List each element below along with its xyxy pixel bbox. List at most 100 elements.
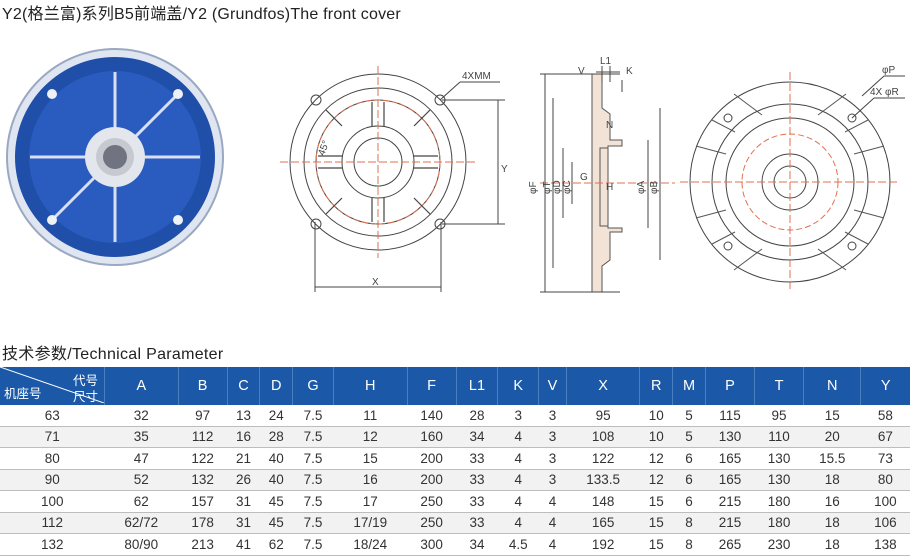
table-cell: 4	[497, 469, 539, 491]
a-label: φA	[636, 181, 647, 194]
column-header: R	[639, 367, 674, 405]
table-cell: 3	[538, 447, 567, 470]
table-cell: 67	[860, 426, 910, 448]
column-header: D	[259, 367, 294, 405]
table-cell: 6	[672, 469, 706, 491]
front-cover-photo	[6, 48, 224, 266]
table-cell: 18	[803, 533, 861, 556]
frame-size-cell: 80	[0, 447, 105, 470]
b-label: φB	[649, 181, 660, 194]
front-view-drawing	[280, 66, 505, 292]
table-cell: 13	[227, 405, 260, 427]
frame-size-cell: 112	[0, 512, 105, 534]
column-header: K	[497, 367, 540, 405]
table-cell: 33	[456, 447, 498, 470]
corner-frame: 机座号	[4, 387, 42, 401]
table-cell: 73	[860, 447, 910, 470]
table-cell: 100	[860, 490, 910, 513]
table-cell: 15	[639, 512, 673, 534]
table-cell: 45	[259, 490, 293, 513]
column-header: H	[333, 367, 408, 405]
table-cell: 130	[754, 447, 804, 470]
x-dim-label: X	[372, 277, 379, 288]
table-cell: 133.5	[566, 469, 640, 491]
table-cell: 165	[705, 447, 755, 470]
table-cell: 5	[672, 405, 706, 427]
frame-size-cell: 71	[0, 426, 105, 448]
section-view-drawing	[540, 66, 675, 293]
table-cell: 11	[333, 405, 408, 427]
table-cell: 122	[566, 447, 640, 470]
section-title: 技术参数/Technical Parameter	[2, 346, 224, 363]
column-header: N	[803, 367, 862, 405]
holes-label: 4XMM	[462, 71, 491, 82]
table-cell: 32	[104, 405, 179, 427]
r-label: 4X φR	[870, 87, 899, 98]
frame-size-cell: 100	[0, 490, 105, 513]
table-cell: 178	[178, 512, 228, 534]
n-label: N	[606, 120, 613, 131]
table-cell: 34	[456, 426, 498, 448]
table-cell: 62/72	[104, 512, 179, 534]
column-header: L1	[456, 367, 499, 405]
f-label: φF	[528, 181, 539, 194]
table-cell: 31	[227, 512, 260, 534]
angle-label: 45°	[317, 139, 333, 157]
table-cell: 4	[497, 426, 539, 448]
table-cell: 15	[639, 490, 673, 513]
table-cell: 47	[104, 447, 179, 470]
technical-drawings: 4XMM 45° X Y V L1 K N G H φF φT φD φC φA…	[6, 48, 905, 293]
table-cell: 80	[860, 469, 910, 491]
table-cell: 41	[227, 533, 260, 556]
table-cell: 230	[754, 533, 804, 556]
table-cell: 165	[705, 469, 755, 491]
table-cell: 15	[333, 447, 408, 470]
table-cell: 5	[672, 426, 706, 448]
table-cell: 157	[178, 490, 228, 513]
table-cell: 3	[538, 426, 567, 448]
table-cell: 4.5	[497, 533, 539, 556]
table-cell: 45	[259, 512, 293, 534]
table-cell: 95	[754, 405, 804, 427]
table-cell: 40	[259, 469, 293, 491]
table-cell: 180	[754, 490, 804, 513]
table-cell: 24	[259, 405, 293, 427]
column-header: C	[227, 367, 261, 405]
table-cell: 97	[178, 405, 228, 427]
table-cell: 200	[407, 447, 457, 470]
column-header: T	[754, 367, 805, 405]
table-cell: 18	[803, 512, 861, 534]
table-cell: 62	[104, 490, 179, 513]
table-cell: 10	[639, 426, 673, 448]
table-cell: 215	[705, 512, 755, 534]
table-cell: 7.5	[292, 426, 334, 448]
column-header: M	[672, 367, 706, 405]
table-cell: 17/19	[333, 512, 408, 534]
table-cell: 95	[566, 405, 640, 427]
table-cell: 10	[639, 405, 673, 427]
p-label: φP	[882, 65, 895, 76]
table-cell: 106	[860, 512, 910, 534]
table-cell: 7.5	[292, 405, 334, 427]
table-cell: 3	[497, 405, 539, 427]
g-label: G	[580, 172, 588, 183]
table-cell: 213	[178, 533, 228, 556]
table-cell: 52	[104, 469, 179, 491]
column-header: V	[538, 367, 567, 405]
table-cell: 140	[407, 405, 457, 427]
table-cell: 18	[803, 469, 861, 491]
table-cell: 180	[754, 512, 804, 534]
table-cell: 35	[104, 426, 179, 448]
table-cell: 6	[672, 447, 706, 470]
table-cell: 300	[407, 533, 457, 556]
table-cell: 4	[538, 490, 567, 513]
table-cell: 28	[259, 426, 293, 448]
table-cell: 17	[333, 490, 408, 513]
table-cell: 6	[672, 490, 706, 513]
y-dim-label: Y	[501, 164, 508, 175]
